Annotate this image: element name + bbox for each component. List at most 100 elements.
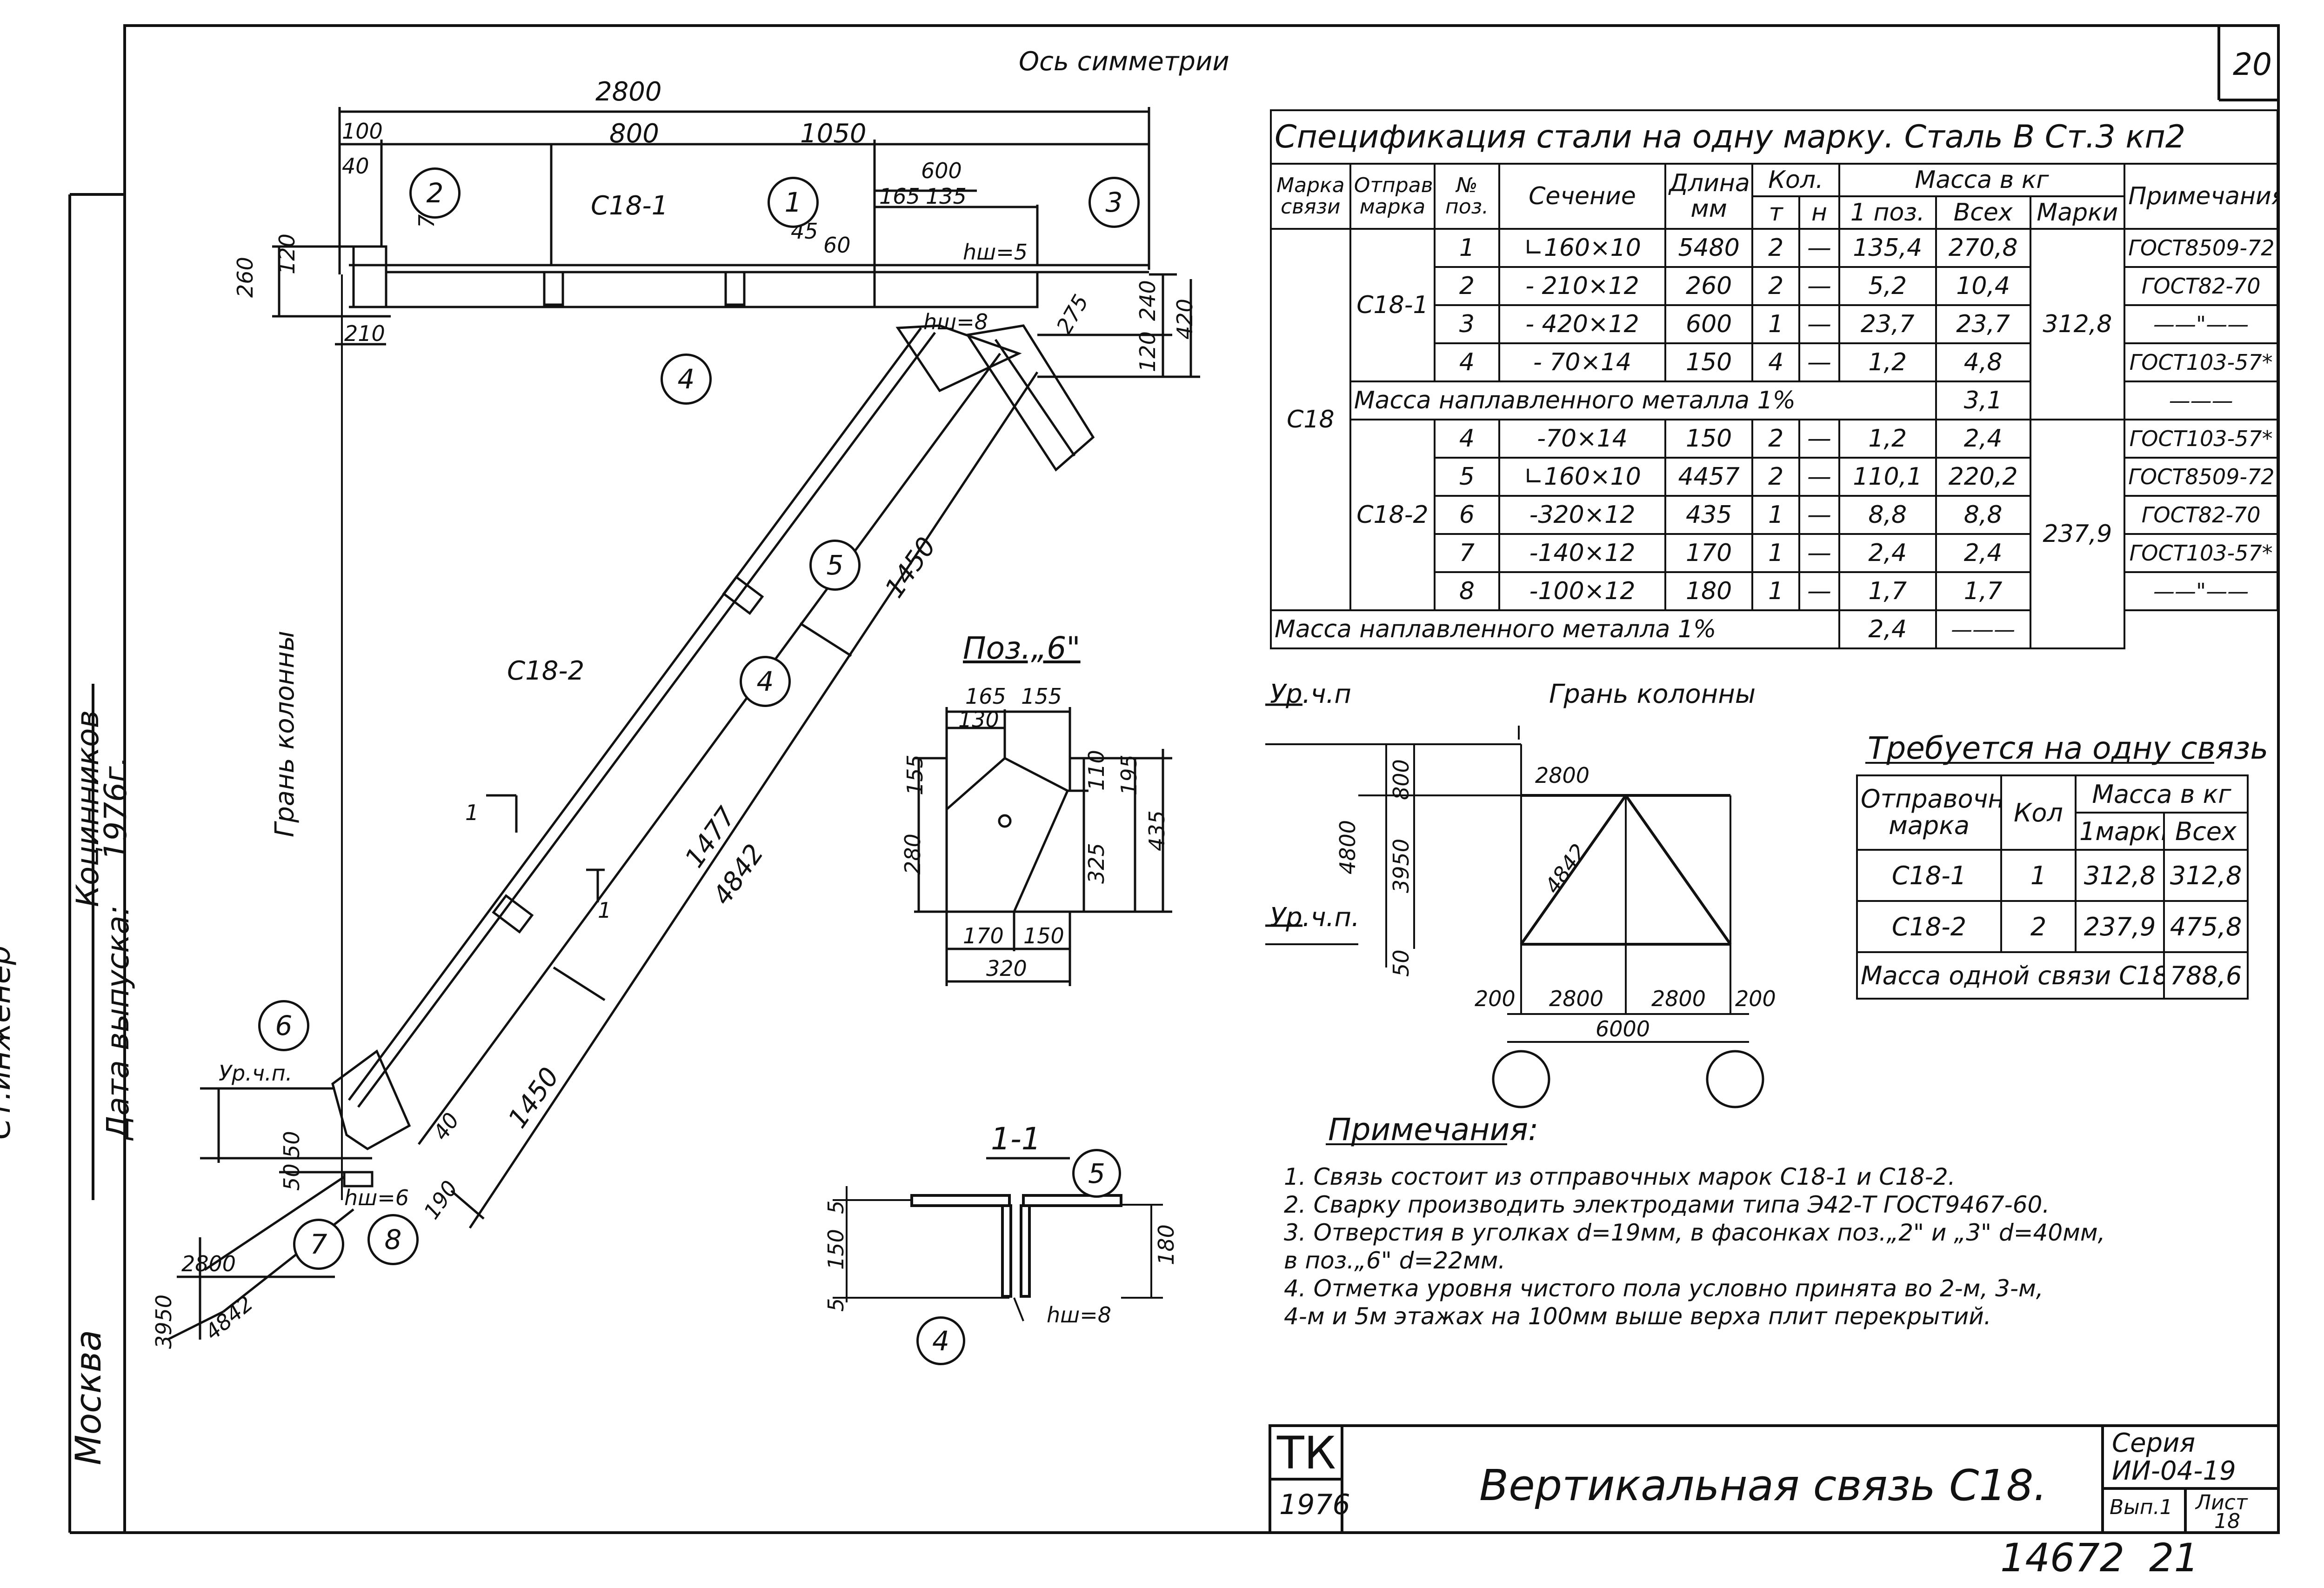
scheme-dim-200b: 200 [1735,986,1776,1011]
table-cell: 6 [1434,495,1500,535]
pos6-dim-110: 110 [1084,750,1109,791]
table-cell: 180 [1664,571,1753,611]
spec-header-mass-pos: 1 поз. [1838,195,1937,230]
label-c18-1: С18-1 [591,191,668,221]
dim-3950: 3950 [151,1294,176,1349]
table-cell: ——"—— [2124,571,2278,611]
table-cell: -140×12 [1498,533,1667,573]
pos6-dim-195: 195 [1116,754,1142,795]
dim-240: 240 [1135,280,1160,321]
required-total-label: Масса одной связи С18 [1856,951,2165,1000]
table-cell: 2,4 [1935,533,2031,573]
table-cell: ——"—— [2124,304,2278,344]
table-cell: 150 [1664,419,1753,459]
position-marker-4-top: 4 [661,354,712,405]
position-marker-7: 7 [293,1219,344,1270]
pos6-dim-320: 320 [986,956,1027,981]
scheme-dim-2800a: 2800 [1549,986,1604,1011]
pos6-dim-150: 150 [1023,923,1064,948]
table-cell: С18-2 [1856,900,2002,953]
table-cell: 8,8 [1838,495,1937,535]
table-cell: 7 [1434,533,1500,573]
table-cell: 1 [1434,228,1500,268]
table-cell: 2 [1751,457,1801,497]
position-marker-1: 1 [768,177,819,228]
table-cell: 1 [1751,571,1801,611]
spec-link-mark: С18 [1270,228,1351,611]
table-cell: ∟160×10 [1498,457,1667,497]
required-header-mass-all: Всех [2163,812,2249,851]
note-item: 2. Сварку производить электродами типа Э… [1284,1191,2050,1218]
table-cell: ГОСТ103-57* [2124,533,2278,573]
table-cell: ГОСТ8509-72 [2124,457,2278,497]
section-dim-5a: 5 [823,1200,848,1214]
spec-weld-row-2: Масса наплавленного металла 1% [1270,609,1840,649]
dim-60: 60 [823,233,851,258]
note-item: 1. Связь состоит из отправочных марок С1… [1284,1163,1956,1190]
scheme-dim-800: 800 [1389,759,1414,800]
table-cell: — [1798,342,1840,382]
table-cell: 3 [1434,304,1500,344]
table-cell: - 420×12 [1498,304,1667,344]
dim-50b: 50 [279,1163,304,1191]
dim-120b: 120 [1135,331,1160,372]
dim-1050: 1050 [800,119,867,149]
table-cell: — [1798,228,1840,268]
section-mark-1b: 1 [598,898,612,923]
table-cell: 4457 [1664,457,1753,497]
table-cell: 23,7 [1935,304,2031,344]
archive-page: 21 [2149,1535,2199,1581]
sheet-value: 18 [2214,1509,2240,1533]
table-cell: 4 [1751,342,1801,382]
spec-title: Спецификация стали на одну марку. Сталь … [1270,109,2278,165]
scheme-dim-200a: 200 [1475,986,1516,1011]
table-cell: ——— [2124,380,2278,420]
scheme-dim-3950: 3950 [1389,838,1414,893]
dim-420: 420 [1172,299,1197,340]
dim-2800-top: 2800 [595,77,662,107]
table-cell: 435 [1664,495,1753,535]
dim-40: 40 [342,153,369,179]
position-marker-4-diag: 4 [740,656,791,707]
spec-header-length: Длина мм [1664,163,1753,230]
table-cell: ∟160×10 [1498,228,1667,268]
table-cell: 5 [1434,457,1500,497]
table-cell: 1,7 [1935,571,2031,611]
pos6-dim-165: 165 [965,684,1006,709]
issue-label: Вып.1 [2110,1495,2173,1519]
section-dim-5b: 5 [823,1298,848,1312]
required-total-value: 788,6 [2163,951,2249,1000]
table-cell: -100×12 [1498,571,1667,611]
weld-hw5: hш=5 [963,240,1028,265]
table-cell: 5480 [1664,228,1753,268]
pos6-dim-155b: 155 [902,754,928,795]
table-cell: 237,9 [2075,900,2165,953]
pos6-dim-435: 435 [1144,810,1169,851]
required-table: Отправочн. марка Кол Масса в кг 1марки В… [1856,774,2249,1000]
table-cell: 2,4 [1838,609,1937,649]
label-c18-2: С18-2 [507,656,585,686]
spec-weld-row-1: Масса наплавленного металла 1% [1349,380,1937,420]
table-cell: -70×14 [1498,419,1667,459]
weld-hw8: hш=8 [923,309,988,334]
corner-page-number: 20 [2233,47,2272,82]
spec-header-mass-all: Всех [1935,195,2031,230]
table-cell: ГОСТ82-70 [2124,266,2278,306]
table-cell: 312,8 [2075,849,2165,902]
table-cell: 260 [1664,266,1753,306]
title-block-year: 1976 [1279,1488,1350,1521]
table-cell: 270,8 [1935,228,2031,268]
section-position-4: 4 [916,1316,965,1365]
table-cell: 1 [1751,495,1801,535]
section-dim-180: 180 [1154,1224,1179,1265]
table-cell: 312,8 [2163,849,2249,902]
position-marker-3: 3 [1089,177,1140,228]
table-cell: — [1798,571,1840,611]
table-cell: ГОСТ103-57* [2124,419,2278,459]
pos6-dim-280: 280 [900,834,925,874]
note-item: 4. Отметка уровня чистого пола условно п… [1284,1275,2044,1302]
spec-header-qty: Кол. [1751,163,1840,197]
table-cell: 1,2 [1838,419,1937,459]
table-cell: 110,1 [1838,457,1937,497]
